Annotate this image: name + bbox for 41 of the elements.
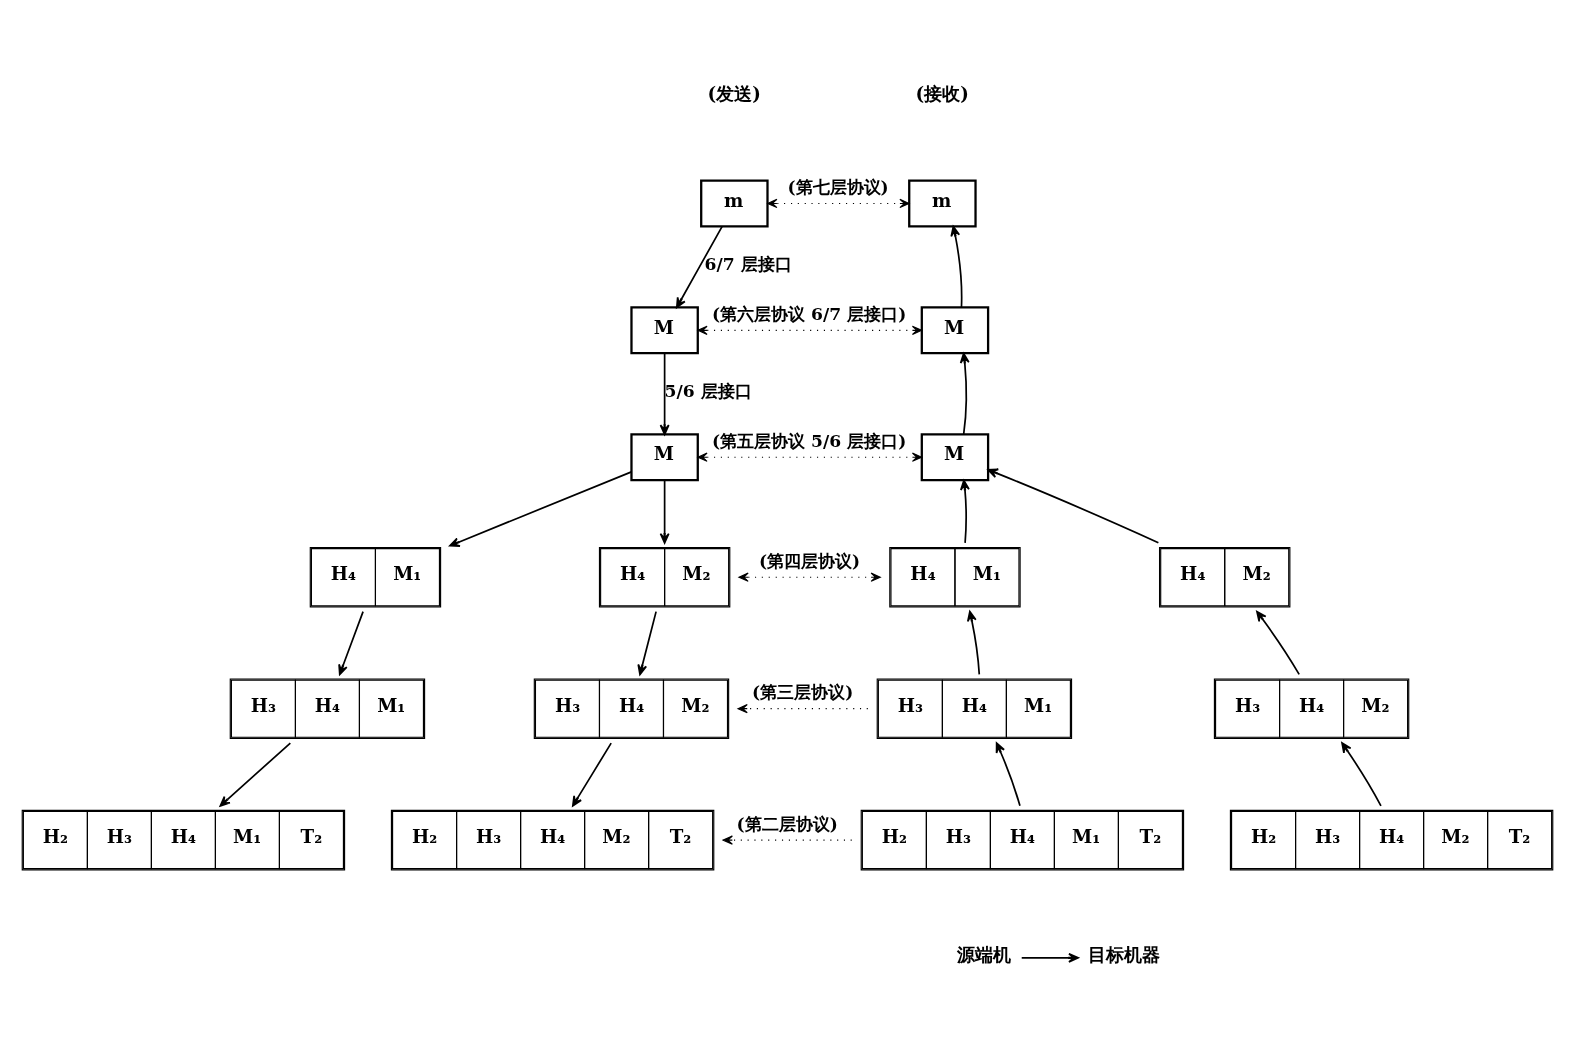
node-box: M — [920, 306, 990, 355]
arrow — [959, 352, 970, 436]
arrow — [960, 479, 970, 544]
arrow — [1256, 610, 1301, 676]
arrow — [722, 835, 853, 845]
arrow — [737, 704, 869, 714]
arrow — [675, 225, 723, 309]
node-box: M — [630, 433, 699, 482]
arrow — [995, 742, 1021, 807]
node-text: 源端机 — [957, 944, 1012, 966]
node-box: M — [920, 433, 990, 482]
arrow — [987, 468, 1160, 544]
node-box: m — [700, 179, 769, 228]
arrow — [338, 610, 364, 676]
arrow — [697, 325, 923, 335]
arrow — [219, 742, 292, 807]
arrow — [449, 471, 633, 547]
arrow — [966, 610, 981, 676]
node-box: M — [630, 306, 699, 355]
label: (接收) — [915, 83, 969, 105]
edge-label: (第六层协议 6/7 层接口) — [712, 304, 907, 325]
edge-label: (第三层协议) — [752, 682, 854, 703]
arrow — [1341, 742, 1382, 807]
arrow — [697, 452, 923, 462]
label: (发送) — [707, 83, 761, 105]
arrow — [767, 198, 910, 209]
edge-label: (第四层协议) — [758, 550, 861, 571]
edge-label: 6/7 层接口 — [704, 253, 792, 274]
arrow — [659, 479, 670, 544]
node-text: 目标机器 — [1087, 944, 1160, 966]
edge-label: (第五层协议 5/6 层接口) — [712, 430, 907, 451]
edge-label: 5/6 层接口 — [664, 380, 752, 401]
arrow — [950, 225, 963, 309]
arrow — [637, 610, 657, 676]
arrow — [659, 352, 670, 436]
edge-label: (第二层协议) — [736, 813, 838, 834]
edge-label: (第七层协议) — [787, 177, 889, 198]
arrow — [572, 742, 612, 807]
arrow — [1020, 952, 1079, 963]
node-box: m — [908, 179, 977, 228]
arrow — [738, 572, 881, 582]
